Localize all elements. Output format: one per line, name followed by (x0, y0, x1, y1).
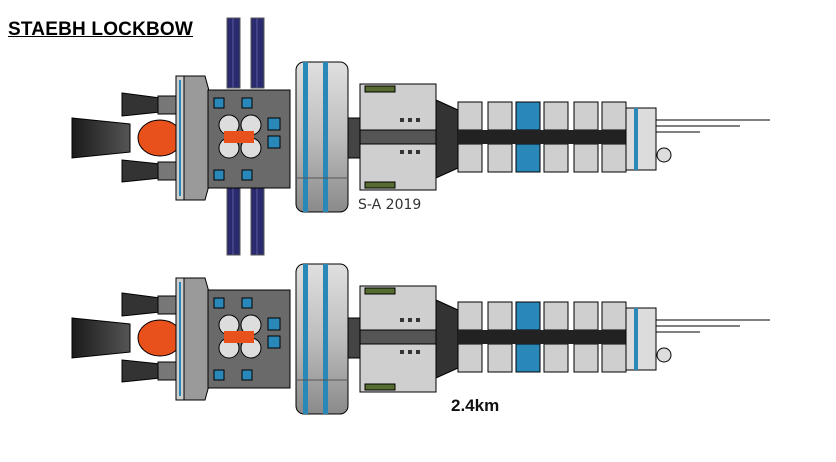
launcher-module (359, 285, 459, 393)
engine-core (137, 319, 183, 357)
main-engine-nozzle (71, 117, 131, 159)
aux-thrusters (121, 92, 177, 183)
author-credit: S-A 2019 (358, 197, 422, 213)
solar-panel-lower (226, 184, 265, 256)
aux-thrusters (121, 292, 177, 383)
bow-segments (457, 301, 672, 373)
bow-segments (457, 101, 672, 173)
reactor-section (207, 89, 291, 189)
scale-label: 2.4km (451, 396, 500, 415)
ship-title: STAEBH LOCKBOW (8, 19, 194, 40)
engine-core (137, 119, 183, 157)
bow-antennae (656, 119, 770, 133)
ship-view-bottom (71, 263, 770, 415)
bow-antennae (656, 319, 770, 333)
launcher-module (359, 83, 459, 191)
ship-view-top (71, 17, 770, 256)
solar-panel-upper (226, 17, 265, 89)
habitat-rings (295, 61, 349, 213)
main-engine-nozzle (71, 317, 131, 359)
reactor-section (207, 289, 291, 389)
habitat-rings (295, 263, 349, 415)
